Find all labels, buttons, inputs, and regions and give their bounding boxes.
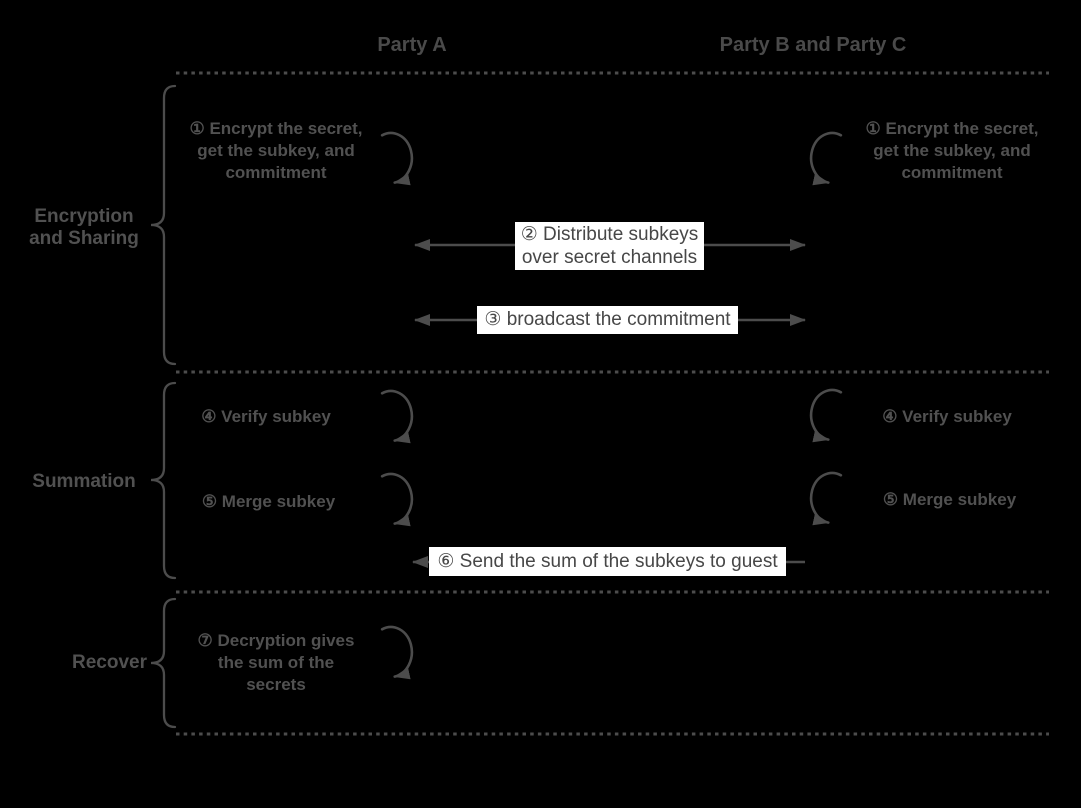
phase-label-recover: Recover [72,652,147,673]
party-bc-header: Party B and Party C [719,34,907,56]
party-a-encrypt-loop-arrow-icon [382,133,412,183]
step-text-line: commitment [225,163,327,182]
party-a-step-5-merge: ⑤ Merge subkey [201,492,336,511]
step-text-line: ① Encrypt the secret, [189,119,363,138]
party-bc-verify-loop-arrow-icon [811,390,841,440]
message-text-line: over secret channels [521,247,698,268]
party-a-verify-loop-arrow-icon [382,391,412,441]
encryption-phase-brace [150,84,177,366]
party-a-decrypt-loop-arrow-icon [382,627,412,677]
message-broadcast-commitment: ③ broadcast the commitment [477,306,738,334]
party-bc-encrypt-loop-arrow-icon [811,133,841,183]
recover-phase-brace [150,597,177,729]
party-bc-step-1-encrypt: ① Encrypt the secret, get the subkey, an… [852,118,1052,184]
step-text-line: get the subkey, and [873,141,1031,160]
message-distribute-subkeys: ② Distribute subkeys over secret channel… [515,222,704,270]
phase-label-encryption-and-sharing: Encryption and Sharing [14,206,154,250]
party-bc-merge-loop-arrow-icon [811,473,841,523]
phase-label-line: Encryption [34,206,134,227]
step-text-line: ⑦ Decryption gives [197,631,355,650]
step-text-line: commitment [901,163,1003,182]
phase-label-summation: Summation [32,471,136,492]
party-a-step-4-verify: ④ Verify subkey [201,407,331,426]
party-bc-step-4-verify: ④ Verify subkey [882,407,1012,426]
party-a-merge-loop-arrow-icon [382,474,412,524]
step-text-line: secrets [246,675,306,694]
step-text-line: the sum of the [217,653,335,672]
party-a-header: Party A [377,34,447,56]
message-text-line: ② Distribute subkeys [520,224,699,245]
party-a-step-1-encrypt: ① Encrypt the secret, get the subkey, an… [176,118,376,184]
party-a-step-7-decrypt: ⑦ Decryption gives the sum of the secret… [176,630,376,696]
summation-phase-brace [150,381,177,580]
party-bc-step-5-merge: ⑤ Merge subkey [882,490,1017,509]
step-text-line: get the subkey, and [197,141,355,160]
phase-label-line: and Sharing [29,228,139,249]
step-text-line: ① Encrypt the secret, [865,119,1039,138]
message-send-sum: ⑥ Send the sum of the subkeys to guest [429,547,786,576]
